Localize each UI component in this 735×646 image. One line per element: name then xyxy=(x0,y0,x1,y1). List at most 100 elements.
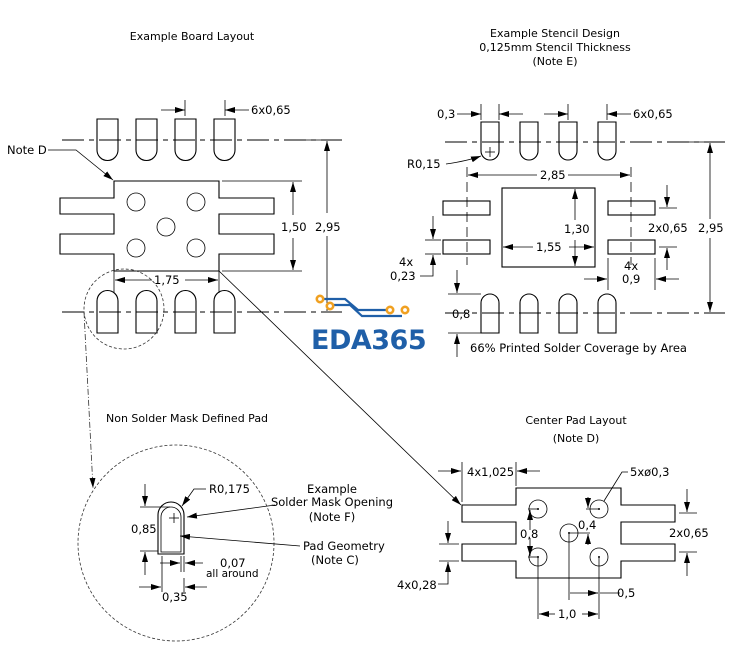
center-via-half-spacing-label: 0,5 xyxy=(617,586,635,600)
board-bottom-pads xyxy=(96,290,236,334)
stencil-pad xyxy=(597,121,617,161)
stencil-side-pad xyxy=(607,200,656,216)
stencil-pad xyxy=(558,293,578,334)
nsmd-detail-circle xyxy=(77,444,275,642)
stencil-title-line2: 0,125mm Stencil Thickness xyxy=(479,41,631,54)
board-layout-title: Example Board Layout xyxy=(130,30,255,43)
stencil-side-length-label: 0,9 xyxy=(622,272,640,286)
logo-trace xyxy=(320,297,392,312)
thermal-via xyxy=(126,238,146,258)
detail-leader-center-pad xyxy=(218,270,462,506)
board-top-pads xyxy=(96,118,236,161)
stencil-side-pad xyxy=(442,200,491,216)
stencil-side-pad xyxy=(442,239,491,255)
board-center-pad xyxy=(59,180,275,272)
stencil-bottom-pads xyxy=(480,293,617,334)
stencil-center-height-label: 1,30 xyxy=(564,222,590,236)
stencil-side-pad xyxy=(607,239,656,255)
radius-leader xyxy=(181,488,206,507)
board-pad xyxy=(135,118,158,161)
center-pad-outline xyxy=(461,487,676,579)
logo-trace xyxy=(329,303,402,318)
thermal-via xyxy=(126,192,146,212)
via-spec-leader xyxy=(603,471,628,502)
stencil-radius-label: R0,15 xyxy=(407,157,441,171)
stencil-pitch-label: 6x0,65 xyxy=(633,107,673,121)
board-pad xyxy=(213,118,236,161)
nsmd-radius-label: R0,175 xyxy=(209,482,250,496)
nsmd-title: Non Solder Mask Defined Pad xyxy=(106,412,268,425)
stencil-pad xyxy=(480,121,500,161)
board-pad xyxy=(213,290,236,334)
stencil-pad xyxy=(519,293,539,334)
nsmd-pad-view: Non Solder Mask Defined Pad R0,175 Examp… xyxy=(77,412,393,642)
center-via-vspacing-label: 0,8 xyxy=(520,527,538,541)
pad-leader xyxy=(179,533,301,547)
board-pitch-label: 6x0,65 xyxy=(251,103,291,117)
thermal-via xyxy=(186,192,206,212)
stencil-gap-label: 0,23 xyxy=(390,269,416,283)
center-pad-title-line1: Center Pad Layout xyxy=(525,414,627,427)
board-pad xyxy=(174,118,197,161)
nsmd-clearance-suffix: all around xyxy=(206,568,259,580)
center-tab-width-label: 4x0,28 xyxy=(397,578,437,592)
center-pad-title-line2: (Note D) xyxy=(553,432,600,445)
eda365-logo: EDA365 xyxy=(311,294,427,356)
nsmd-height-label: 0,85 xyxy=(131,522,157,536)
stencil-top-pads xyxy=(480,121,617,161)
board-pad xyxy=(96,290,119,334)
center-via-offset-label: 0,4 xyxy=(578,518,596,532)
logo-text: EDA365 xyxy=(311,325,426,356)
center-pad-view: Center Pad Layout (Note D) 4x1,025 5xø0,… xyxy=(397,414,709,621)
stencil-coverage-label: 66% Printed Solder Coverage by Area xyxy=(470,341,687,355)
radius-leader xyxy=(445,155,482,165)
detail-callout-circle xyxy=(83,268,165,350)
stencil-pad xyxy=(558,121,578,161)
dim-arrow xyxy=(438,562,451,585)
stencil-title-line1: Example Stencil Design xyxy=(490,27,620,40)
mask-label-line3: (Note F) xyxy=(309,510,355,524)
board-center-width-label: 1,75 xyxy=(154,273,180,287)
thermal-via xyxy=(186,238,206,258)
note-d-label: Note D xyxy=(7,143,47,157)
note-d-leader xyxy=(48,149,114,181)
pad-label-line1: Pad Geometry xyxy=(303,539,385,553)
stencil-side-count-label: 4x xyxy=(624,259,638,273)
board-pad xyxy=(96,118,119,161)
dim-arrow xyxy=(420,255,436,277)
stencil-pad-length-label: 0,8 xyxy=(452,307,470,321)
mask-label-line2: Solder Mask Opening xyxy=(271,495,393,509)
thermal-via xyxy=(156,217,176,237)
mask-leader xyxy=(186,504,276,519)
stencil-title-line3: (Note E) xyxy=(532,55,577,68)
stencil-center-aperture xyxy=(501,187,596,268)
center-tab-pitch-label: 2x0,65 xyxy=(669,526,709,540)
board-row-span-label: 2,95 xyxy=(315,220,341,234)
stencil-side-pitch-label: 2x0,65 xyxy=(648,221,688,235)
nsmd-clearance-label: 0,07 xyxy=(220,556,246,570)
logo-via xyxy=(315,294,325,304)
stencil-pad xyxy=(480,293,500,334)
nsmd-width-label: 0,35 xyxy=(162,590,188,604)
board-pad xyxy=(174,290,197,334)
solder-mask-opening xyxy=(157,501,185,555)
center-via-spec-label: 5xø0,3 xyxy=(630,465,669,479)
stencil-pad xyxy=(519,121,539,161)
detail-leader-nsmd xyxy=(83,311,96,489)
pad-geometry xyxy=(160,506,182,553)
stencil-pad xyxy=(597,293,617,334)
board-center-height-label: 1,50 xyxy=(281,220,307,234)
center-via-hspacing-label: 1,0 xyxy=(558,607,576,621)
stencil-center-width-label: 1,55 xyxy=(536,240,562,254)
logo-via xyxy=(325,301,335,311)
logo-via xyxy=(400,305,410,315)
stencil-design-view: Example Stencil Design 0,125mm Stencil T… xyxy=(390,27,725,357)
board-pad xyxy=(135,290,158,334)
logo-via xyxy=(385,305,395,315)
mask-label-line1: Example xyxy=(307,482,357,496)
pad-label-line2: (Note C) xyxy=(311,553,359,567)
stencil-outer-width-label: 2,85 xyxy=(540,168,566,182)
stencil-pad-width-label: 0,3 xyxy=(437,107,455,121)
stencil-gap-count-label: 4x xyxy=(399,255,413,269)
